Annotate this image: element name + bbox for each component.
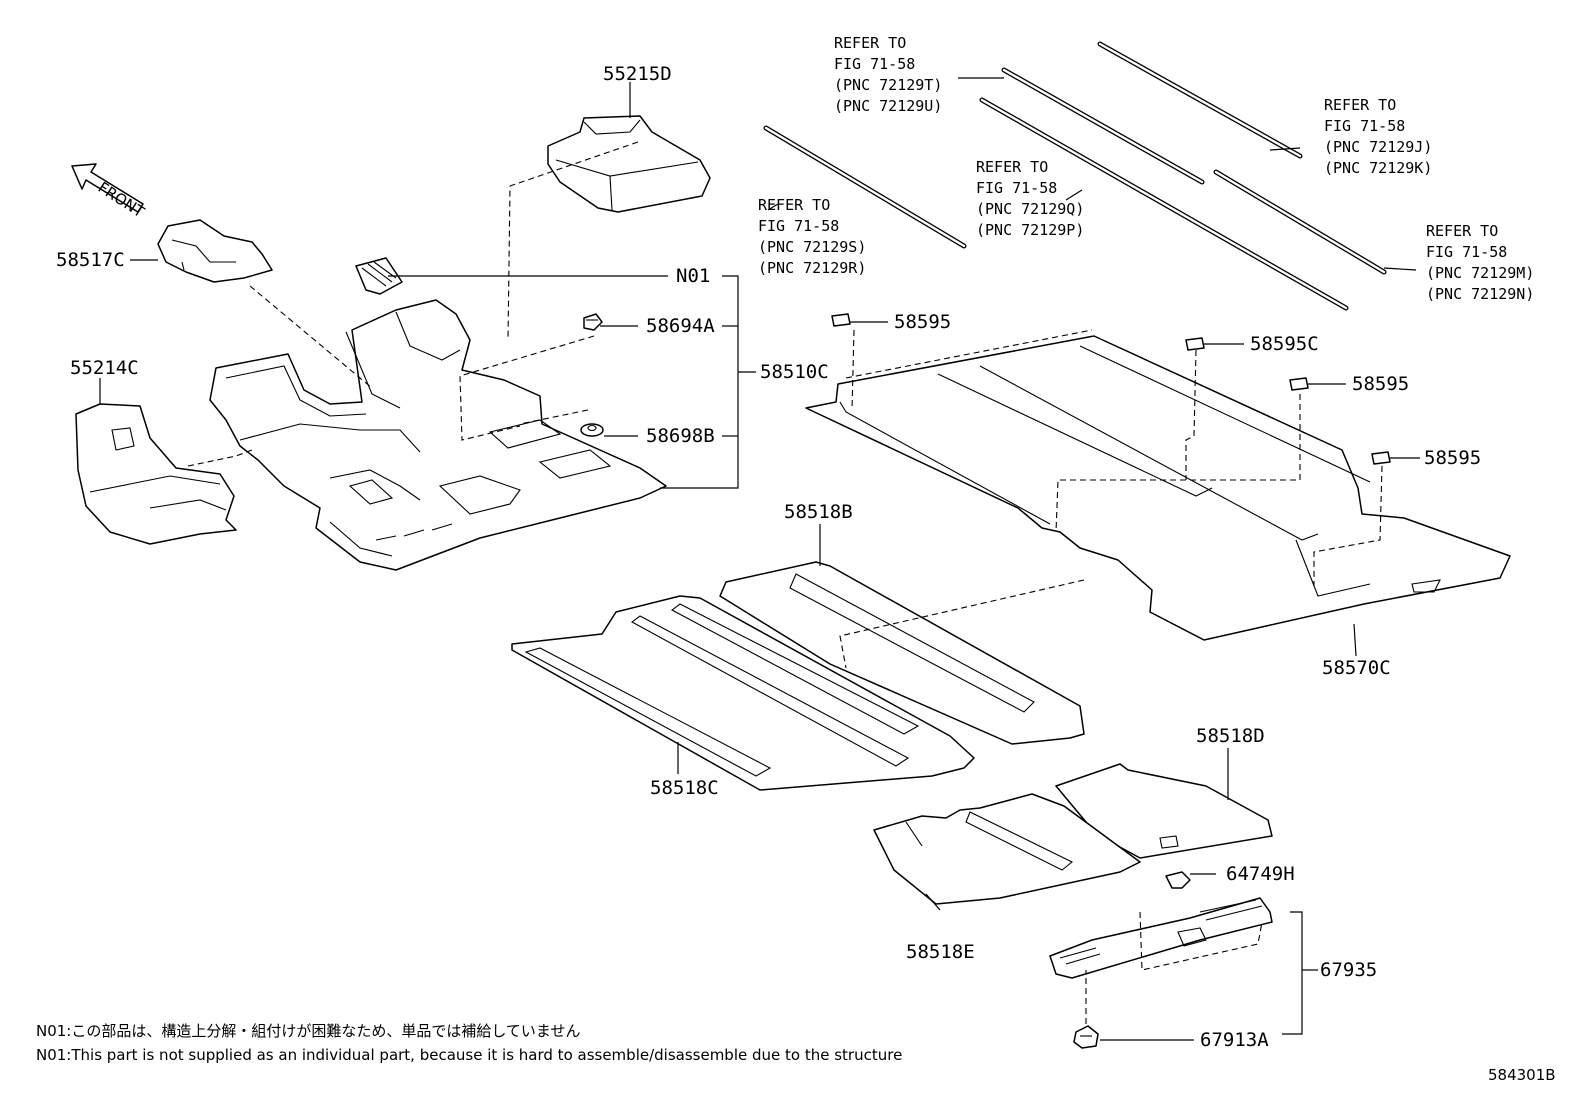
svg-text:(PNC 72129J): (PNC 72129J) — [1324, 138, 1432, 156]
part-67935-shape — [1049, 897, 1273, 979]
svg-text:(PNC 72129S): (PNC 72129S) — [758, 238, 866, 256]
callout-58517C: 58517C — [56, 249, 125, 271]
callout-58595C: 58595C — [1250, 333, 1319, 355]
part-67913A-screw-icon — [1073, 1025, 1099, 1049]
callout-58595-b: 58595 — [1352, 373, 1409, 395]
refer-note-72129S-R: REFER TO FIG 71-58 (PNC 72129S) (PNC 721… — [758, 196, 866, 277]
svg-text:(PNC 72129T): (PNC 72129T) — [834, 76, 942, 94]
front-label: FRONT — [95, 178, 148, 221]
callout-58518C: 58518C — [650, 777, 719, 799]
part-58518C-shape — [511, 595, 975, 791]
rail-72129J-K — [1097, 41, 1303, 159]
callout-58510C: 58510C — [760, 361, 829, 383]
footnote-en: N01:This part is not supplied as an indi… — [36, 1046, 902, 1064]
part-55214C-shape — [75, 403, 237, 545]
part-58510C-shape — [209, 299, 667, 571]
pad-58595-c-icon — [1371, 451, 1391, 465]
callout-67935: 67935 — [1320, 959, 1377, 981]
part-58694A-clip-icon — [583, 313, 603, 331]
svg-text:FIG 71-58: FIG 71-58 — [1324, 117, 1405, 135]
svg-text:REFER TO: REFER TO — [758, 196, 830, 214]
callout-58698B: 58698B — [646, 425, 715, 447]
part-64749H-clip-icon — [1165, 871, 1191, 889]
front-arrow-icon: FRONT — [71, 163, 148, 222]
part-N01-pedal-shape — [355, 257, 403, 295]
callout-58595-a: 58595 — [894, 311, 951, 333]
callout-55214C: 55214C — [70, 357, 139, 379]
svg-text:(PNC 72129P): (PNC 72129P) — [976, 221, 1084, 239]
pad-58595-a-icon — [831, 313, 851, 327]
part-58570C-shape — [805, 335, 1511, 641]
svg-text:(PNC 72129U): (PNC 72129U) — [834, 97, 942, 115]
svg-text:FIG 71-58: FIG 71-58 — [976, 179, 1057, 197]
svg-text:FIG 71-58: FIG 71-58 — [1426, 243, 1507, 261]
svg-text:FIG 71-58: FIG 71-58 — [834, 55, 915, 73]
rail-72129S-R — [763, 125, 967, 249]
assembly-dashed-lines — [187, 141, 1383, 1024]
svg-text:REFER TO: REFER TO — [1426, 222, 1498, 240]
svg-text:REFER TO: REFER TO — [1324, 96, 1396, 114]
pad-58595-b-icon — [1289, 377, 1309, 391]
part-58518E-shape — [873, 793, 1141, 905]
part-58698B-clip-icon — [580, 423, 604, 437]
figure-number: 584301B — [1488, 1066, 1556, 1084]
svg-text:REFER TO: REFER TO — [976, 158, 1048, 176]
callout-58518E: 58518E — [906, 941, 975, 963]
svg-text:(PNC 72129N): (PNC 72129N) — [1426, 285, 1534, 303]
footnote-jp: N01:この部品は、構造上分解・組付けが困難なため、単品では補給していません — [36, 1022, 580, 1040]
part-55215D-shape — [547, 115, 711, 213]
part-58517C-shape — [157, 219, 273, 283]
rail-72129T-U — [1001, 67, 1205, 185]
svg-text:FIG 71-58: FIG 71-58 — [758, 217, 839, 235]
callout-N01: N01 — [676, 265, 710, 287]
refer-note-72129T-U: REFER TO FIG 71-58 (PNC 72129T) (PNC 721… — [834, 34, 942, 115]
svg-text:(PNC 72129Q): (PNC 72129Q) — [976, 200, 1084, 218]
callout-58570C: 58570C — [1322, 657, 1391, 679]
callout-58518D: 58518D — [1196, 725, 1265, 747]
refer-note-72129J-K: REFER TO FIG 71-58 (PNC 72129J) (PNC 721… — [1324, 96, 1432, 177]
refer-note-72129M-N: REFER TO FIG 71-58 (PNC 72129M) (PNC 721… — [1426, 222, 1534, 303]
callout-64749H: 64749H — [1226, 863, 1295, 885]
callout-55215D: 55215D — [603, 63, 672, 85]
callout-67913A: 67913A — [1200, 1029, 1269, 1051]
svg-text:REFER TO: REFER TO — [834, 34, 906, 52]
pad-58595C-icon — [1185, 337, 1205, 351]
refer-note-72129Q-P: REFER TO FIG 71-58 (PNC 72129Q) (PNC 721… — [976, 158, 1084, 239]
svg-text:(PNC 72129R): (PNC 72129R) — [758, 259, 866, 277]
callout-58595-c: 58595 — [1424, 447, 1481, 469]
rail-72129Q-P — [979, 97, 1349, 311]
callout-58518B: 58518B — [784, 501, 853, 523]
leader-lines — [99, 77, 1420, 1041]
svg-text:(PNC 72129M): (PNC 72129M) — [1426, 264, 1534, 282]
callout-58694A: 58694A — [646, 315, 715, 337]
rail-72129M-N — [1213, 169, 1387, 275]
part-58518B-shape — [719, 561, 1085, 745]
svg-text:(PNC 72129K): (PNC 72129K) — [1324, 159, 1432, 177]
